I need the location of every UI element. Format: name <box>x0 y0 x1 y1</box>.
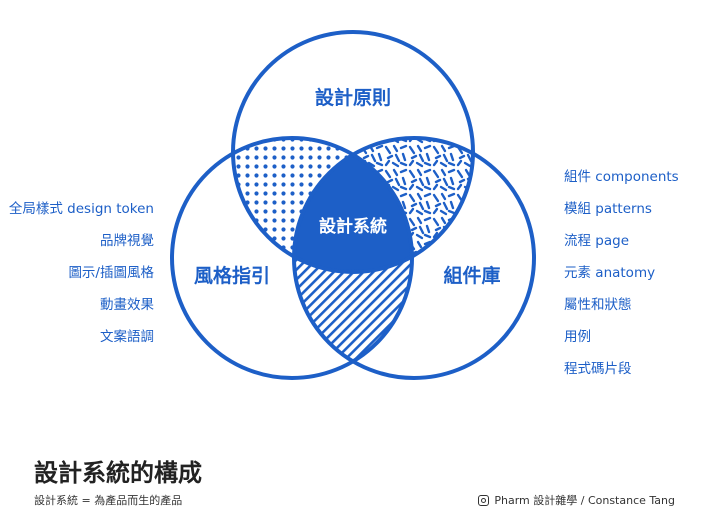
label-component-library: 組件庫 <box>443 264 500 287</box>
credit-text: Pharm 設計雜學 / Constance Tang <box>494 494 675 507</box>
list-item: 文案語調 <box>100 329 154 345</box>
list-item: 用例 <box>564 329 591 345</box>
list-item: 圖示/插圖風格 <box>68 265 154 281</box>
label-design-system: 設計系統 <box>319 216 387 237</box>
list-item: 元素 anatomy <box>564 265 656 281</box>
page-title: 設計系統的構成 <box>34 459 202 487</box>
list-item: 組件 components <box>564 169 679 185</box>
credit: Pharm 設計雜學 / Constance Tang <box>478 492 675 508</box>
list-item: 流程 page <box>564 233 630 249</box>
label-design-principles: 設計原則 <box>315 86 391 109</box>
list-item: 品牌視覺 <box>100 233 154 249</box>
component-library-list: 組件 components 模組 patterns 流程 page 元素 ana… <box>564 166 679 390</box>
style-guide-list: 全局樣式 design token 品牌視覺 圖示/插圖風格 動畫效果 文案語調 <box>9 198 154 358</box>
list-item: 動畫效果 <box>100 297 154 313</box>
list-item: 程式碼片段 <box>564 361 632 377</box>
circle-left <box>170 136 414 380</box>
circle-right <box>292 136 536 380</box>
page-subtitle: 設計系統 = 為產品而生的產品 <box>34 494 183 507</box>
venn-diagram: 設計原則 風格指引 組件庫 設計系統 <box>170 30 536 380</box>
list-item: 屬性和狀態 <box>564 297 632 313</box>
list-item: 模組 patterns <box>564 201 652 217</box>
center-region <box>294 138 412 272</box>
list-item: 全局樣式 design token <box>8 201 154 217</box>
instagram-icon <box>478 494 490 506</box>
label-style-guide: 風格指引 <box>194 264 270 287</box>
